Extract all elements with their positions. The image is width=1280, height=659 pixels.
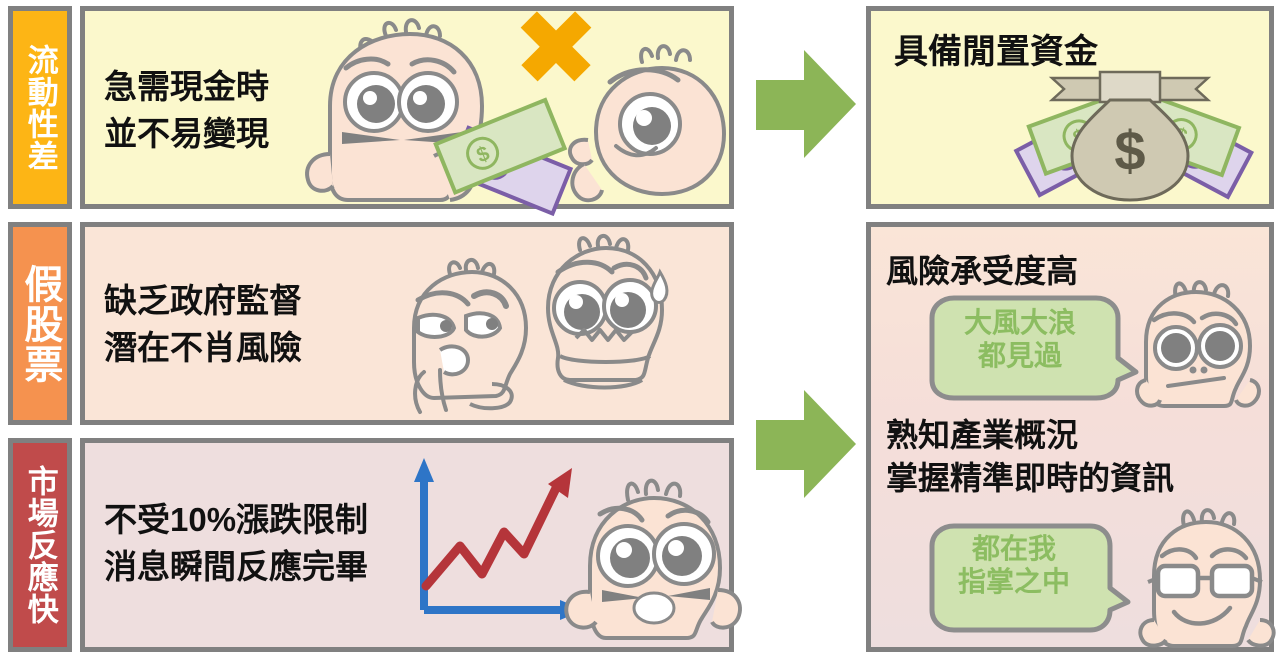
tab-fake-stock[interactable]: 假股票 xyxy=(8,222,72,425)
panel-market-reaction-text: 不受10%漲跌限制 消息瞬間反應完畢 xyxy=(104,501,369,585)
illustration-money-bag: $ $ $ $ $ xyxy=(1013,70,1255,202)
tab-liquidity-label: 流動性差 xyxy=(22,43,58,172)
panel-industry-knowledge-heading: 熟知產業概況 掌握精準即時的資訊 xyxy=(886,417,1175,496)
illustration-confident-character xyxy=(1135,280,1261,408)
tab-fake-stock-label: 假股票 xyxy=(18,263,62,384)
illustration-suspicious-worried xyxy=(412,234,669,414)
tab-market-reaction[interactable]: 市場反應快 xyxy=(8,438,72,652)
tab-market-reaction-label: 市場反應快 xyxy=(22,465,58,625)
illustration-cash-rejected: $ $ xyxy=(305,11,727,217)
bubble-big-waves xyxy=(929,295,1139,401)
panel-risk-tolerance-heading: 風險承受度高 xyxy=(886,253,1079,289)
illustration-glasses-character xyxy=(1138,508,1276,648)
bubble-in-my-grasp-text: 都在我 指掌之中 xyxy=(957,533,1070,598)
arrow-bottom xyxy=(756,390,856,498)
panel-fake-stock-text: 缺乏政府監督 潛在不肖風險 xyxy=(104,282,302,366)
panel-idle-funds-heading: 具備閒置資金 xyxy=(894,33,1098,71)
bubble-in-my-grasp xyxy=(929,523,1131,633)
tab-liquidity[interactable]: 流動性差 xyxy=(8,6,72,209)
panel-liquidity-text: 急需現金時 並不易變現 xyxy=(104,68,269,152)
svg-text:$: $ xyxy=(1114,119,1145,182)
illustration-chart-shocked xyxy=(414,458,742,640)
arrow-top xyxy=(756,50,856,158)
bubble-big-waves-text: 大風大浪 都見過 xyxy=(963,307,1076,372)
